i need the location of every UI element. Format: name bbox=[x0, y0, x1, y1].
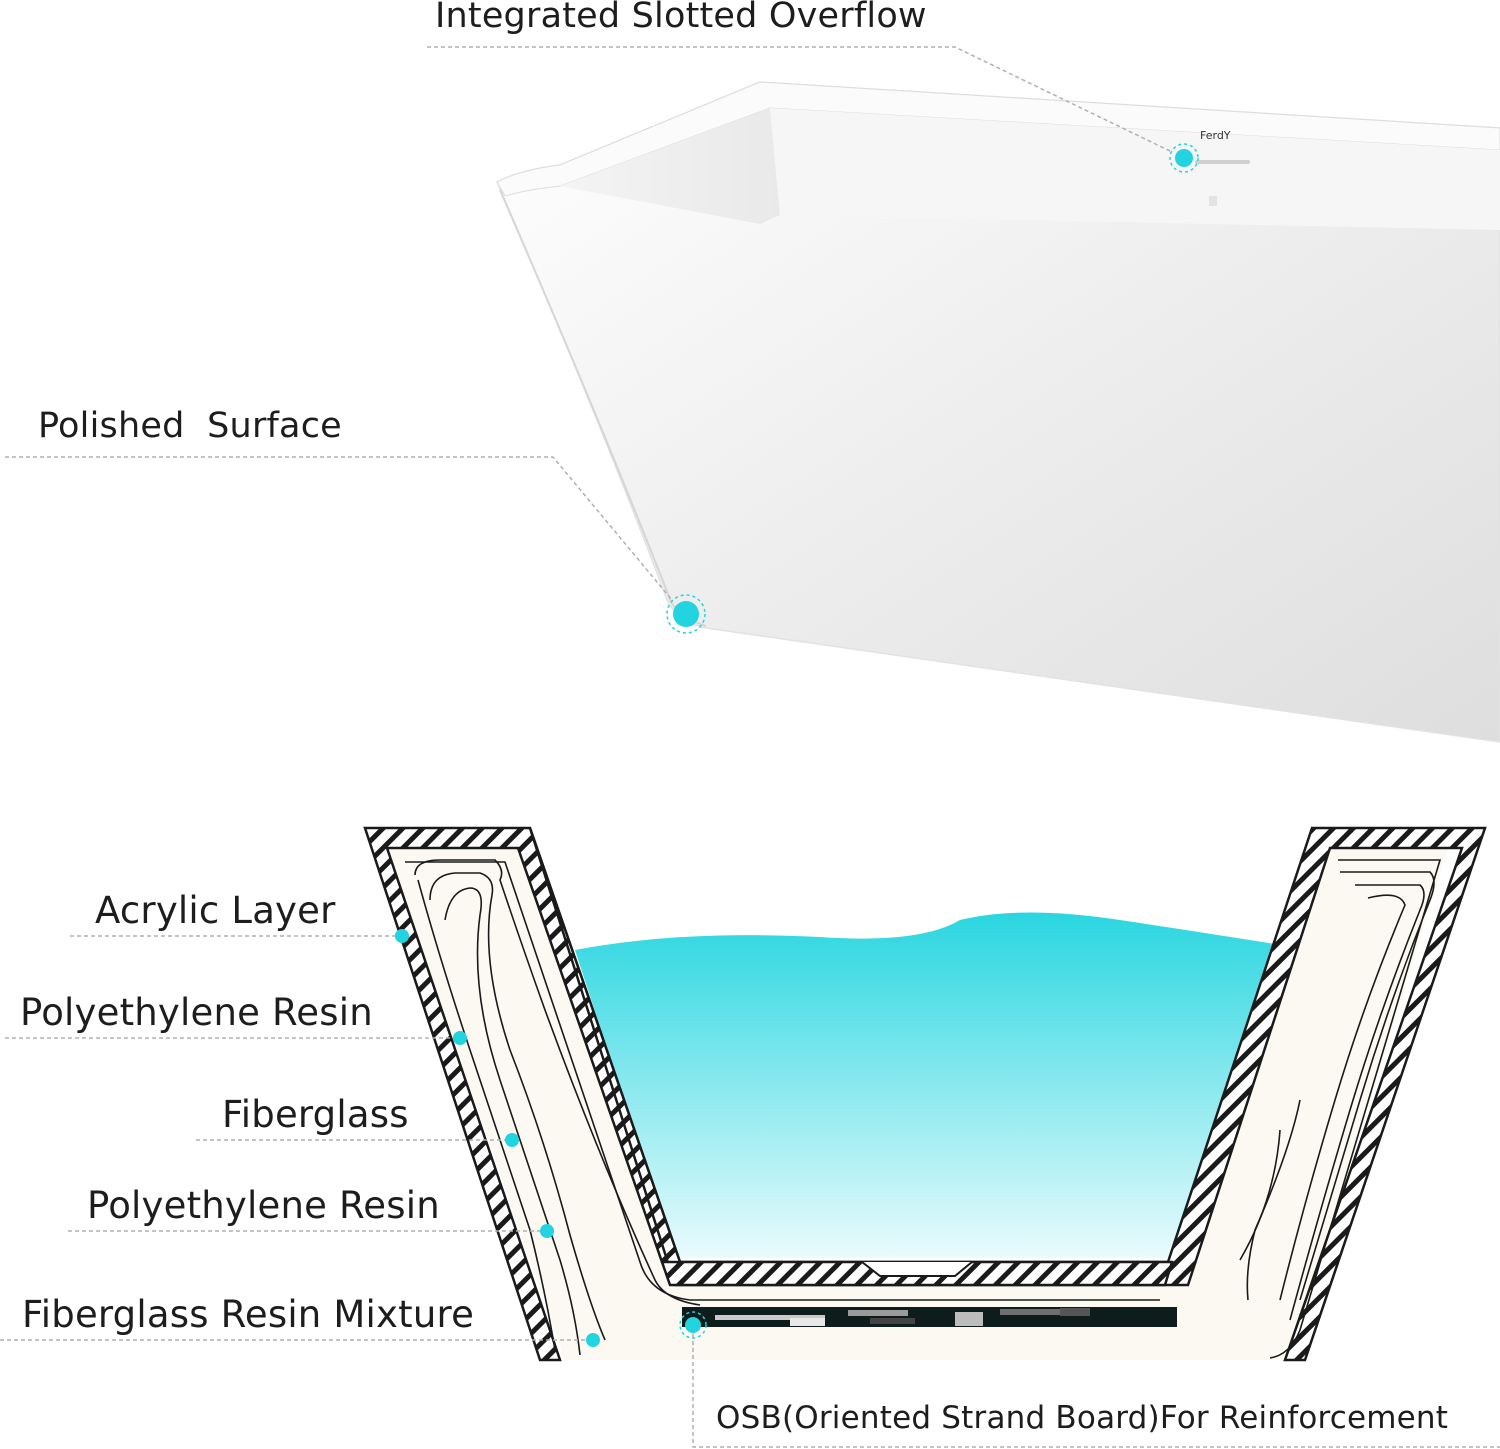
label-integrated-slotted-overflow: Integrated Slotted Overflow bbox=[435, 0, 927, 36]
leader-lines-top bbox=[5, 46, 1173, 601]
label-fiberglass: Fiberglass bbox=[222, 1093, 409, 1136]
label-polished-surface: Polished Surface bbox=[38, 406, 342, 446]
marker-polyethylene-resin-1 bbox=[453, 1031, 467, 1045]
marker-acrylic-layer bbox=[395, 929, 409, 943]
label-acrylic-layer: Acrylic Layer bbox=[95, 889, 336, 932]
bathtub-illustration bbox=[496, 81, 1500, 743]
label-fiberglass-resin-mixture: Fiberglass Resin Mixture bbox=[22, 1293, 475, 1336]
brand-label: FerdY bbox=[1200, 129, 1231, 142]
label-polyethylene-resin-1: Polyethylene Resin bbox=[20, 991, 373, 1034]
marker-fiberglass-resin-mixture bbox=[586, 1333, 600, 1347]
marker-osb bbox=[679, 1311, 707, 1339]
marker-overflow bbox=[1169, 143, 1199, 173]
label-osb-reinforcement: OSB(Oriented Strand Board)For Reinforcem… bbox=[716, 1400, 1449, 1436]
label-polyethylene-resin-2: Polyethylene Resin bbox=[87, 1184, 440, 1227]
cross-section bbox=[363, 826, 1487, 1362]
marker-polished-surface bbox=[666, 594, 706, 634]
osb-board bbox=[682, 1307, 1177, 1327]
leader-lines-bottom bbox=[0, 935, 1500, 1448]
overflow-slot bbox=[1195, 160, 1250, 164]
marker-fiberglass bbox=[505, 1133, 519, 1147]
water bbox=[575, 912, 1275, 1258]
marker-polyethylene-resin-2 bbox=[540, 1224, 554, 1238]
